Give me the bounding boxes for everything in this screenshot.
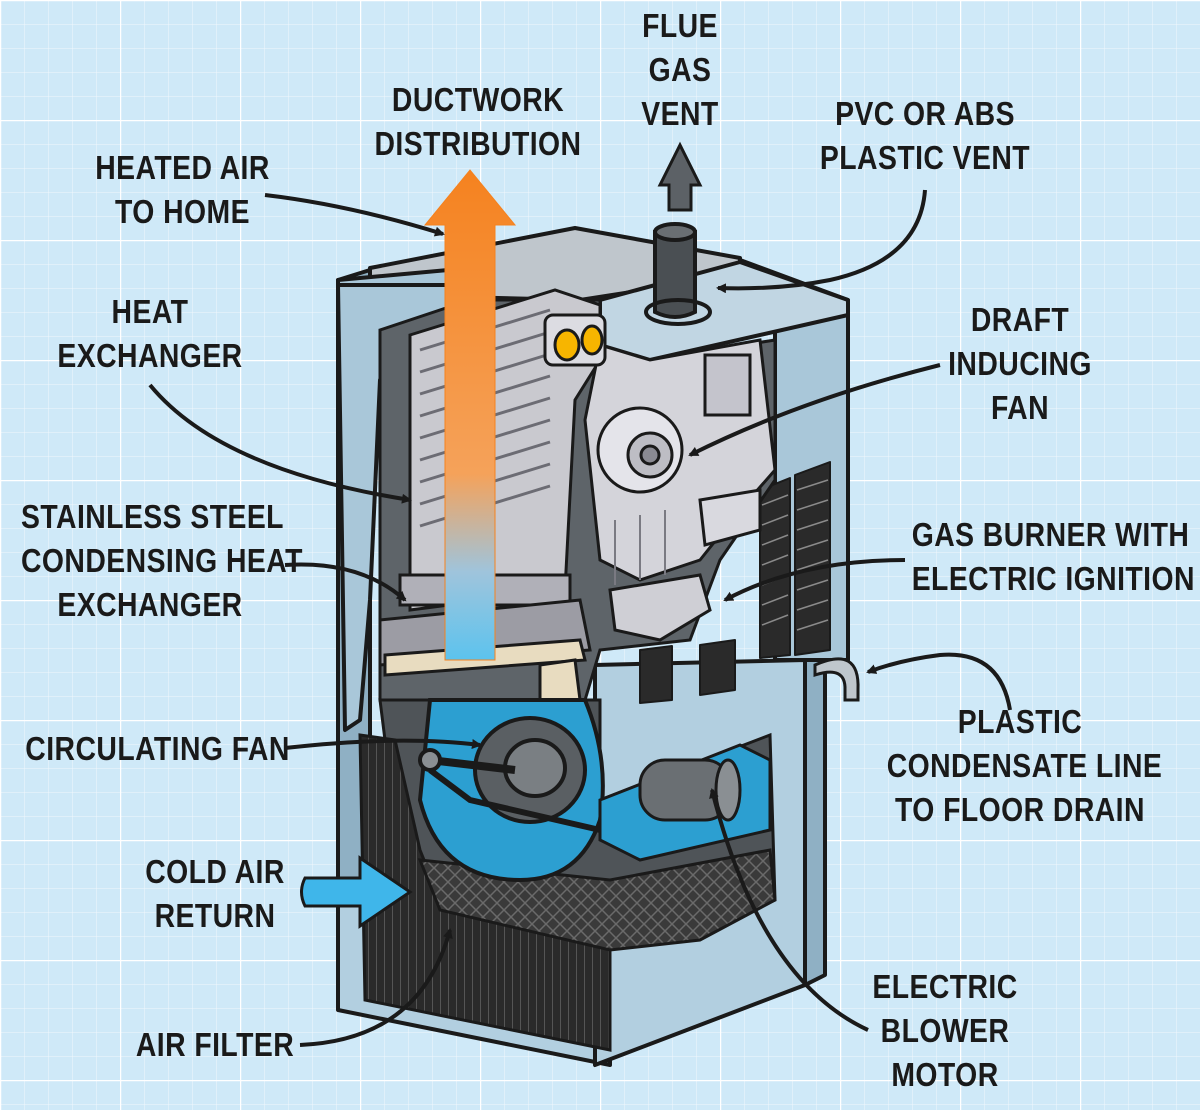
leader-pvc-vent <box>716 189 927 294</box>
leader-blower-motor <box>709 788 869 1032</box>
label-draft-inducing-fan: DRAFT INDUCING FAN <box>948 301 1092 426</box>
label-air-filter: AIR FILTER <box>135 1026 295 1063</box>
leader-condensate <box>866 652 1012 711</box>
label-heated-air: HEATED AIR TO HOME <box>95 149 270 230</box>
leader-stainless <box>284 562 407 602</box>
label-heat-exchanger: HEAT EXCHANGER <box>57 293 243 374</box>
gas-burner <box>608 510 712 642</box>
flue-vent-pipe <box>644 222 712 326</box>
label-flue-gas-vent: FLUE GAS VENT <box>641 7 719 132</box>
heated-air-arrow <box>423 169 517 661</box>
flue-exhaust-arrow <box>657 141 703 212</box>
leader-gas-burner <box>723 558 906 602</box>
leader-air-filter <box>299 928 453 1047</box>
label-gas-burner: GAS BURNER WITH ELECTRIC IGNITION <box>911 516 1195 597</box>
label-cold-air-return: COLD AIR RETURN <box>145 853 285 934</box>
leader-draft-fan <box>688 363 941 457</box>
leader-heat-exchanger <box>148 383 412 504</box>
leader-heated-air <box>264 193 445 237</box>
draft-inducer <box>543 313 777 582</box>
cold-air-return-arrow <box>300 855 413 929</box>
label-circulating-fan: CIRCULATING FAN <box>25 730 290 767</box>
label-ductwork-distribution: DUCTWORK DISTRIBUTION <box>374 81 582 162</box>
leader-lines <box>148 189 1012 1047</box>
label-blower-motor: ELECTRIC BLOWER MOTOR <box>872 968 1018 1093</box>
label-stainless-steel: STAINLESS STEEL CONDENSING HEAT EXCHANGE… <box>21 498 303 623</box>
leader-circulating-fan <box>284 738 482 750</box>
label-condensate-line: PLASTIC CONDENSATE LINE TO FLOOR DRAIN <box>886 703 1163 828</box>
blower-motor <box>598 743 772 862</box>
label-pvc-abs-vent: PVC OR ABS PLASTIC VENT <box>819 95 1031 176</box>
condensate-line <box>813 657 860 702</box>
circulating-fan <box>417 698 605 883</box>
